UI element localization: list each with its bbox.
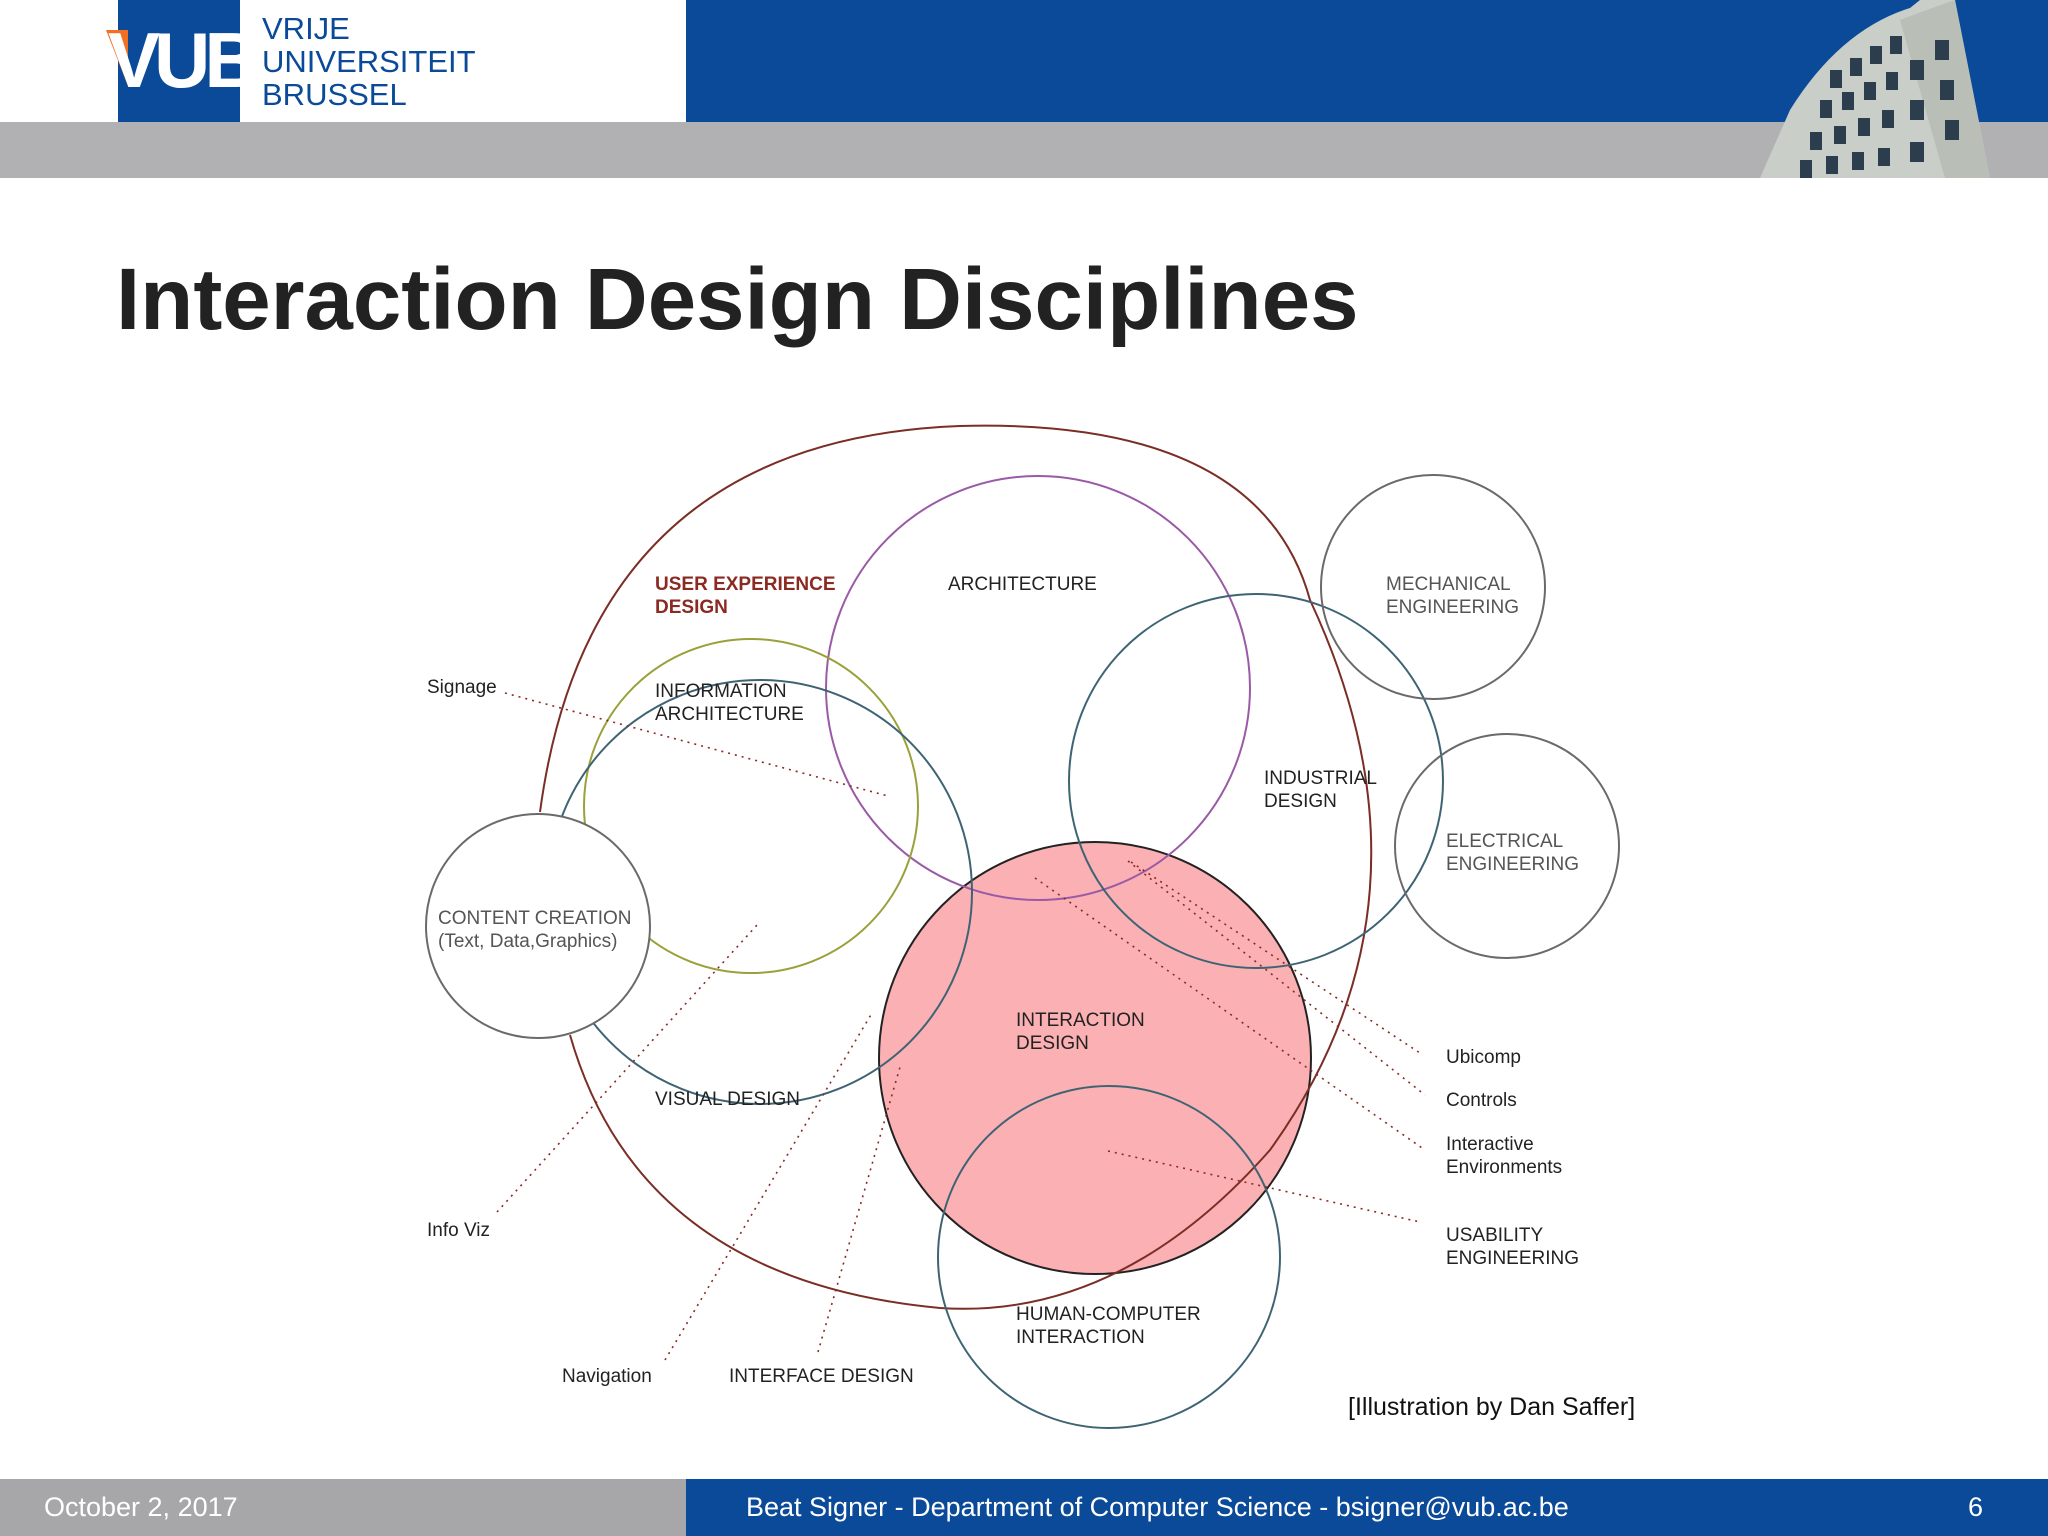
content-creation-circle (425, 813, 651, 1039)
label-interaction-design-2: DESIGN (1016, 1033, 1089, 1054)
label-ux-design-2: DESIGN (655, 597, 728, 618)
label-interaction-design-1: INTERACTION (1016, 1010, 1145, 1031)
header-gray-band (0, 122, 2048, 178)
label-architecture: ARCHITECTURE (948, 574, 1097, 595)
electrical-engineering-circle (1394, 733, 1620, 959)
slide-title: Interaction Design Disciplines (116, 251, 1359, 348)
label-mechanical-engineering-1: MECHANICAL (1386, 574, 1511, 595)
logo-university-name: VRIJE UNIVERSITEIT BRUSSEL (262, 12, 476, 111)
label-signage: Signage (427, 677, 497, 698)
label-content-creation-2: (Text, Data,Graphics) (438, 931, 618, 952)
label-usability-engineering-2: ENGINEERING (1446, 1248, 1579, 1269)
label-hci-1: HUMAN-COMPUTER (1016, 1304, 1201, 1325)
industrial-design-circle (1068, 593, 1444, 969)
label-usability-engineering-1: USABILITY (1446, 1225, 1543, 1246)
user-experience-design-circle (539, 424, 1373, 1310)
footer-gray-bar (0, 1479, 686, 1536)
label-interface-design: INTERFACE DESIGN (729, 1366, 914, 1387)
logo-line-1: VRIJE (262, 11, 350, 46)
footer-blue-bar (686, 1479, 2048, 1536)
label-ux-design-1: USER EXPERIENCE (655, 574, 836, 595)
label-industrial-design-1: INDUSTRIAL (1264, 768, 1377, 789)
logo-block (118, 0, 240, 122)
label-hci-2: INTERACTION (1016, 1327, 1145, 1348)
footer-date: October 2, 2017 (44, 1492, 238, 1522)
mechanical-engineering-circle (1320, 474, 1546, 700)
information-architecture-circle (583, 638, 919, 974)
label-info-viz: Info Viz (427, 1220, 490, 1241)
label-mechanical-engineering-2: ENGINEERING (1386, 597, 1519, 618)
interaction-design-circle (878, 841, 1312, 1275)
architecture-circle (825, 475, 1251, 901)
logo-line-3: BRUSSEL (262, 77, 407, 112)
label-electrical-engineering-1: ELECTRICAL (1446, 831, 1563, 852)
label-visual-design: VISUAL DESIGN (655, 1089, 800, 1110)
logo-line-2: UNIVERSITEIT (262, 44, 476, 79)
label-information-architecture-1: INFORMATION (655, 681, 787, 702)
label-industrial-design-2: DESIGN (1264, 791, 1337, 812)
label-content-creation-1: CONTENT CREATION (438, 908, 632, 929)
footer-author: Beat Signer - Department of Computer Sci… (746, 1492, 1569, 1522)
label-interactive-environments-2: Environments (1446, 1157, 1562, 1178)
leader-lines (496, 692, 1426, 1361)
label-information-architecture-2: ARCHITECTURE (655, 704, 804, 725)
logo-accent (106, 30, 128, 86)
logo-mark: VUB (108, 16, 261, 104)
hci-circle (937, 1085, 1281, 1429)
footer-page-number: 6 (1968, 1492, 1984, 1522)
label-electrical-engineering-2: ENGINEERING (1446, 854, 1579, 875)
illustration-caption: [Illustration by Dan Saffer] (1348, 1393, 1636, 1421)
building-image (1760, 0, 1990, 178)
label-navigation: Navigation (562, 1366, 652, 1387)
label-ubicomp: Ubicomp (1446, 1047, 1521, 1068)
label-controls: Controls (1446, 1090, 1517, 1111)
label-interactive-environments-1: Interactive (1446, 1134, 1534, 1155)
